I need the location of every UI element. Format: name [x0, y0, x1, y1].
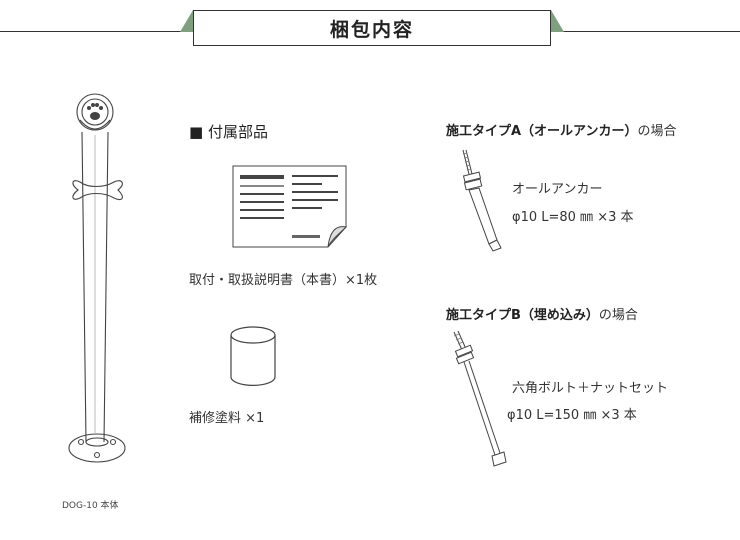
paint-caption: 補修塗料 ×1: [189, 411, 265, 426]
page-title: 梱包内容: [193, 10, 551, 46]
paint-can-icon: [230, 326, 276, 386]
type-b-heading-main: 施工タイプB（埋め込み）: [446, 308, 599, 323]
header-accent-right: [551, 10, 564, 32]
manual-icon: [232, 165, 348, 248]
type-b-part-name: 六角ボルト＋ナットセット: [512, 381, 669, 396]
type-b-part-spec: φ10 L=150 ㎜ ×3 本: [507, 408, 637, 423]
type-b-heading: 施工タイプB（埋め込み）の場合: [446, 304, 638, 323]
header-accent-left: [180, 10, 193, 32]
type-a-part-spec: φ10 L=80 ㎜ ×3 本: [512, 210, 634, 225]
pole-illustration: [68, 93, 126, 463]
type-a-heading-suffix: の場合: [637, 124, 677, 139]
hex-bolt-icon: [453, 330, 507, 467]
type-a-heading-main: 施工タイプA（オールアンカー）: [446, 124, 638, 139]
accessories-title: ■ 付属部品: [189, 123, 268, 141]
anchor-bolt-icon: [462, 149, 502, 252]
manual-caption: 取付・取扱説明書（本書）×1枚: [189, 273, 378, 288]
pole-caption: DOG-10 本体: [62, 501, 119, 511]
type-b-heading-suffix: の場合: [598, 308, 638, 323]
type-a-part-name: オールアンカー: [512, 182, 603, 197]
type-a-heading: 施工タイプA（オールアンカー）の場合: [446, 120, 677, 139]
